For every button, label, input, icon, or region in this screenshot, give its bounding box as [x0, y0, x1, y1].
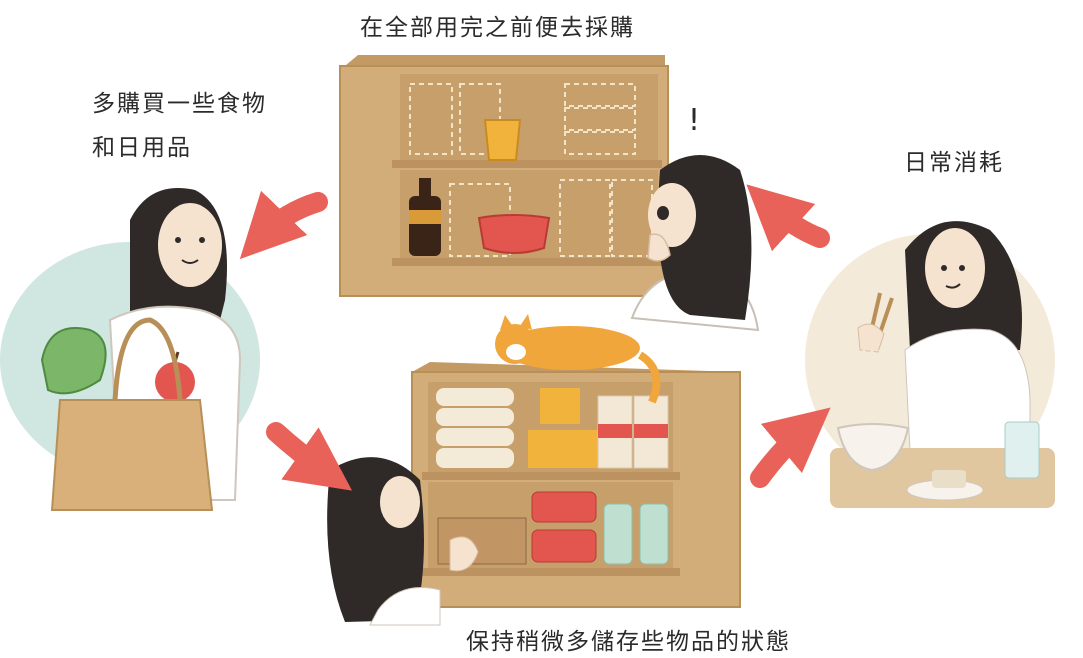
caption-daily-use: 日常消耗 — [904, 150, 1004, 176]
arrow-top-to-left — [239, 190, 328, 260]
missing-items-outline — [409, 83, 653, 257]
arrow-bottom-to-right — [750, 407, 831, 488]
caption-restock: 在全部用完之前便去採購 — [360, 15, 635, 41]
shopping-bag — [50, 399, 214, 511]
cycle-arrows — [239, 184, 831, 491]
cup — [483, 119, 522, 161]
shopping-woman — [0, 188, 260, 511]
empty-cupboard — [339, 55, 669, 297]
cat — [495, 314, 661, 404]
stocking-woman — [327, 457, 479, 626]
arrow-left-to-bottom — [266, 422, 353, 491]
red-container — [477, 214, 551, 254]
caption-keep-stock: 保持稍微多儲存些物品的狀態 — [466, 629, 791, 655]
arrow-right-to-top — [746, 184, 830, 252]
caption-buy-more: 多購買一些食物 和日用品 — [92, 91, 267, 161]
eating-woman — [805, 221, 1055, 508]
surprised-woman: ! — [630, 103, 760, 332]
noodle-bowl — [836, 423, 910, 472]
svg-text:!: ! — [688, 103, 700, 138]
